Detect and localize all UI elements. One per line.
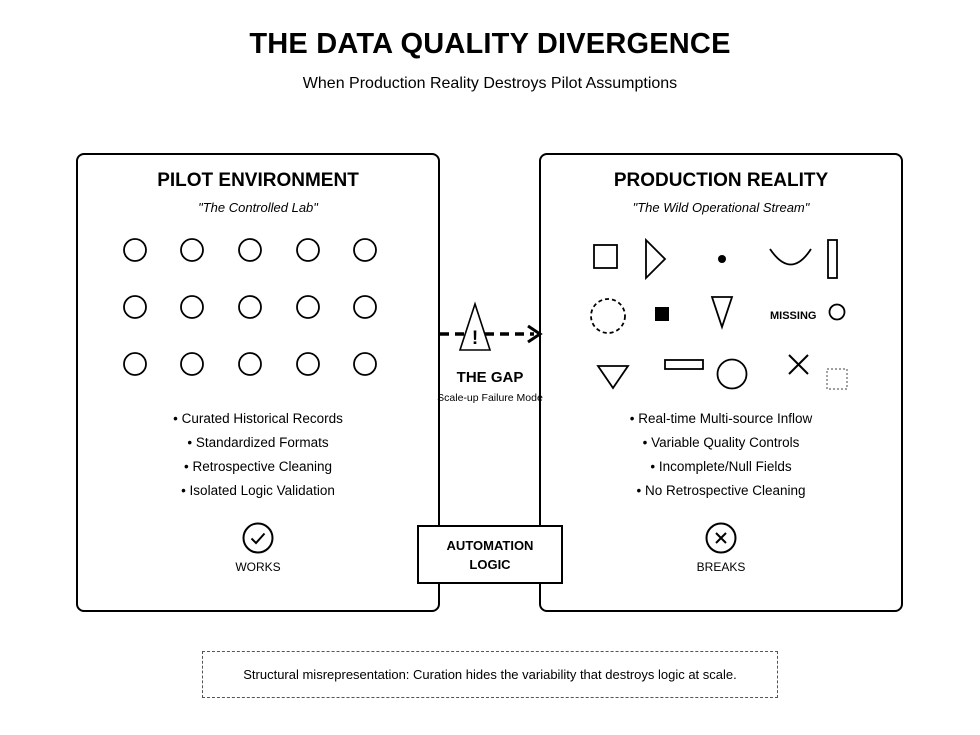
production-panel-title: PRODUCTION REALITY (613, 170, 829, 191)
x-circle-icon (705, 522, 737, 554)
uniform-circle (123, 295, 147, 319)
diagram-subtitle: When Production Reality Destroys Pilot A… (302, 75, 678, 92)
uniform-circle (353, 238, 377, 262)
uniform-circle (238, 352, 262, 376)
production-bullet: • Real-time Multi-source Inflow (629, 411, 813, 426)
cross-shape (788, 354, 809, 375)
production-panel: PRODUCTION REALITY "The Wild Operational… (539, 153, 903, 612)
uniform-circle (353, 295, 377, 319)
missing-field-label: MISSING (770, 310, 817, 322)
down-triangle-shape (710, 296, 734, 330)
flat-bar-shape (664, 359, 704, 370)
diagram-title: THE DATA QUALITY DIVERGENCE (249, 28, 731, 60)
uniform-circle (353, 352, 377, 376)
uniform-circle (296, 295, 320, 319)
automation-label-line1: AUTOMATION (446, 537, 534, 553)
arrow-head (527, 324, 543, 344)
pilot-panel: PILOT ENVIRONMENT "The Controlled Lab" •… (76, 153, 440, 612)
pilot-panel-title: PILOT ENVIRONMENT (157, 170, 359, 191)
right-triangle-shape (645, 237, 667, 281)
down-triangle-shape (596, 365, 630, 390)
large-circle-shape (716, 358, 748, 390)
uniform-circle (238, 238, 262, 262)
uniform-circle (180, 352, 204, 376)
curve-shape (769, 248, 812, 266)
production-bullet: • Variable Quality Controls (642, 435, 800, 450)
automation-label-line2: LOGIC (469, 556, 511, 572)
pilot-bullet: • Curated Historical Records (173, 411, 343, 426)
breaks-label: BREAKS (696, 560, 746, 574)
small-dot-shape (718, 255, 726, 263)
production-bullet-list: • Real-time Multi-source Inflow • Variab… (541, 407, 901, 503)
footer-note: Structural misrepresentation: Curation h… (202, 651, 778, 698)
production-bullet: • Incomplete/Null Fields (650, 459, 792, 474)
warning-triangle-icon (458, 301, 492, 351)
dotted-square-shape (826, 368, 848, 390)
pilot-bullet: • Retrospective Cleaning (183, 459, 333, 474)
uniform-circle (238, 295, 262, 319)
irregular-shape-field (590, 237, 848, 390)
warning-glyph: ! (472, 328, 478, 349)
check-circle-icon (242, 522, 274, 554)
pilot-panel-subtitle: "The Controlled Lab" (198, 200, 318, 215)
gap-arrow: ! (440, 301, 543, 351)
dashed-circle-shape (590, 298, 626, 334)
production-bullet: • No Retrospective Cleaning (636, 483, 806, 498)
automation-logic-box: AUTOMATION LOGIC (417, 525, 563, 584)
tall-bar-shape (827, 239, 838, 279)
uniform-circle (180, 238, 204, 262)
pilot-bullet-list: • Curated Historical Records • Standardi… (78, 407, 438, 503)
uniform-circle (180, 295, 204, 319)
pilot-bullet: • Standardized Formats (187, 435, 329, 450)
square-shape (593, 244, 618, 269)
uniform-circle (123, 238, 147, 262)
pilot-bullet: • Isolated Logic Validation (181, 483, 335, 498)
works-label: WORKS (235, 560, 281, 574)
uniform-circle (296, 352, 320, 376)
uniform-circle (296, 238, 320, 262)
uniform-circle (123, 352, 147, 376)
gap-label: THE GAP (456, 369, 524, 386)
filled-square-shape (655, 307, 669, 321)
tiny-circle-shape (828, 303, 846, 321)
footer-note-text: Structural misrepresentation: Curation h… (243, 667, 737, 682)
production-panel-subtitle: "The Wild Operational Stream" (632, 200, 810, 215)
uniform-circle-grid (123, 238, 377, 376)
gap-sublabel: Scale-up Failure Mode (437, 392, 543, 404)
